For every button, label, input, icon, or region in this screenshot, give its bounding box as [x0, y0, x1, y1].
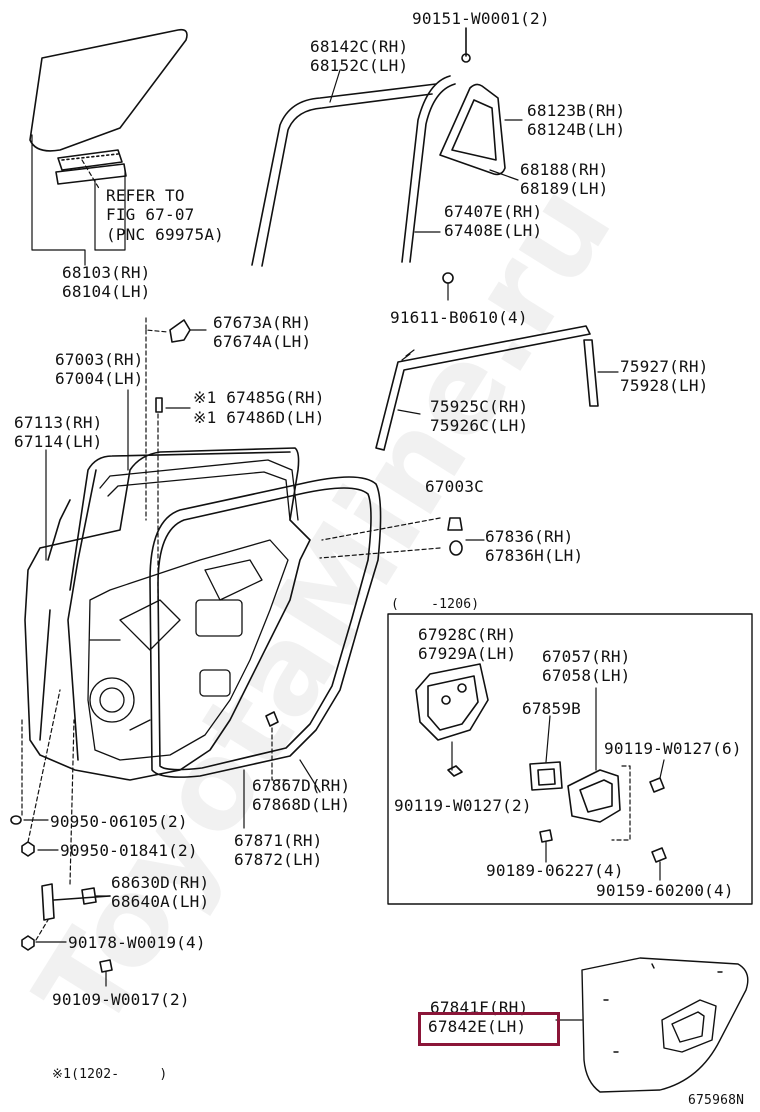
lock-latch [567, 687, 631, 841]
label-90151-w0001: 90151-W0001(2) [412, 9, 550, 28]
inset-box [387, 613, 753, 905]
highlight-box-67842e [418, 1012, 560, 1046]
inset-screws [539, 759, 667, 881]
figure-id: 675968N [688, 1093, 745, 1108]
label-68188: 68188(RH) [520, 160, 609, 179]
grommets [319, 517, 485, 559]
label-67114: 67114(LH) [14, 432, 103, 451]
label-refer-pnc: (PNC 69975A) [106, 225, 224, 244]
door-frame [99, 459, 299, 521]
label-75925c: 75925C(RH) [430, 397, 529, 416]
label-refer-fig: FIG 67-07 [106, 205, 195, 224]
label-68123b: 68123B(RH) [527, 101, 626, 120]
door-inner-panel [87, 539, 289, 761]
label-67836: 67836(RH) [485, 527, 574, 546]
label-67868d: 67868D(LH) [252, 795, 351, 814]
label-67871: 67871(RH) [234, 831, 323, 850]
label-68103: 68103(RH) [62, 263, 151, 282]
door-outer-panel [24, 447, 311, 781]
label-67859b: 67859B [522, 699, 581, 718]
label-68142c: 68142C(RH) [310, 37, 409, 56]
label-90119-w0127-6: 90119-W0127(6) [604, 739, 742, 758]
label-67842e: 67842E(LH) [428, 1017, 527, 1036]
label-68152c: 68152C(LH) [310, 56, 409, 75]
label-67872: 67872(LH) [234, 850, 323, 869]
label-91611-b0610: 91611-B0610(4) [390, 308, 528, 327]
leader-lines [31, 134, 126, 266]
clip-67485g [155, 397, 191, 601]
clip-67673a [145, 317, 207, 521]
label-67004: 67004(LH) [55, 369, 144, 388]
label-90159-60200: 90159-60200(4) [596, 881, 734, 900]
door-glass [29, 28, 188, 152]
label-67836h: 67836H(LH) [485, 546, 584, 565]
division-bar [401, 75, 456, 263]
label-90109-w0017: 90109-W0017(2) [52, 990, 190, 1009]
label-67113: 67113(RH) [14, 413, 103, 432]
label-68630d: 68630D(RH) [111, 873, 210, 892]
label-67408e: 67408E(LH) [444, 221, 543, 240]
label-68124b: 68124B(LH) [527, 120, 626, 139]
bolts-90950 [10, 689, 61, 857]
belt-moulding [375, 325, 591, 451]
label-67058: 67058(LH) [542, 666, 631, 685]
label-67003c: 67003C [425, 477, 484, 496]
label-68189: 68189(LH) [520, 179, 609, 198]
label-67928c: 67928C(RH) [418, 625, 517, 644]
label-67674a: 67674A(LH) [213, 332, 312, 351]
label-67486d: ※1 67486D(LH) [193, 408, 325, 427]
label-90178-w0019: 90178-W0019(4) [68, 933, 206, 952]
label-68104: 68104(LH) [62, 282, 151, 301]
label-67407e: 67407E(RH) [444, 202, 543, 221]
door-leaders [45, 389, 245, 829]
label-67057: 67057(RH) [542, 647, 631, 666]
label-67485g: ※1 67485G(RH) [193, 388, 325, 407]
door-check [41, 719, 111, 921]
label-67673a: 67673A(RH) [213, 313, 312, 332]
label-67929a: 67929A(LH) [418, 644, 517, 663]
label-75926c: 75926C(LH) [430, 416, 529, 435]
lock-cover [529, 715, 563, 791]
label-67867d: 67867D(RH) [252, 776, 351, 795]
door-lock-assembly [415, 663, 489, 777]
label-75928: 75928(LH) [620, 376, 709, 395]
retainer-67867d [265, 711, 321, 793]
label-inset-range: ( -1206) [391, 597, 480, 612]
label-75927: 75927(RH) [620, 357, 709, 376]
label-67003: 67003(RH) [55, 350, 144, 369]
glass-run-frame [251, 69, 437, 267]
label-68640a: 68640A(LH) [111, 892, 210, 911]
bolts-90178-90109 [21, 919, 113, 987]
label-90189-06227: 90189-06227(4) [486, 861, 624, 880]
door-weatherstrip [149, 476, 382, 778]
label-90950-01841: 90950-01841(2) [60, 841, 198, 860]
glass-run-channel [55, 149, 127, 185]
label-90119-w0127-2: 90119-W0127(2) [394, 796, 532, 815]
service-hole-cover [555, 957, 749, 1093]
label-refer-to: REFER TO [106, 186, 185, 205]
footnote: ※1(1202- ) [52, 1067, 168, 1082]
label-90950-06105: 90950-06105(2) [50, 812, 188, 831]
quarter-window [439, 27, 523, 181]
rear-moulding [583, 339, 619, 407]
screw-91611 [442, 272, 454, 301]
